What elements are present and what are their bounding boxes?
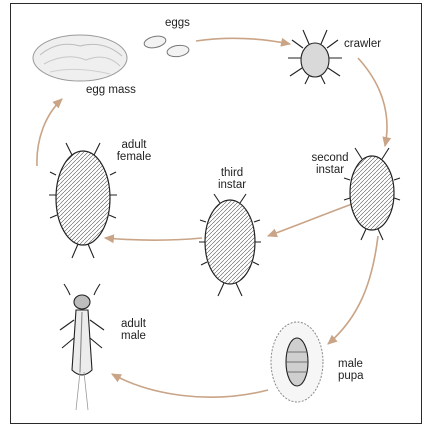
arrow-third-instar-to-adult-female [105,238,202,240]
label-adult-female: adult female [114,139,154,163]
label-egg-mass: egg mass [86,84,136,96]
third-instar-illustration [199,194,261,296]
adult-female-illustration [49,143,117,258]
label-adult-female-line2: female [114,151,154,163]
arrow-second-to-third-instar [268,204,352,236]
label-adult-female-line1: adult [114,139,154,151]
arrow-crawler-to-second-instar [358,58,387,146]
arrow-second-instar-to-male-pupa [328,236,378,344]
label-adult-male: adult male [121,318,146,342]
male-pupa-illustration [271,322,323,402]
label-third-instar-line1: third [212,167,252,179]
label-second-instar: second instar [310,152,350,176]
label-male-pupa: male pupa [338,358,364,382]
label-adult-male-line2: male [121,330,146,342]
arrow-male-pupa-to-adult-male [112,374,268,397]
arrow-eggs-to-crawler [196,38,290,44]
second-instar-illustration [344,148,400,240]
arrow-adult-female-to-egg-mass [37,99,62,166]
label-male-pupa-line1: male [338,358,364,370]
label-male-pupa-line2: pupa [338,370,364,382]
label-adult-male-line1: adult [121,318,146,330]
crawler-illustration [288,30,342,84]
eggs-illustration [143,34,190,58]
label-third-instar: third instar [212,167,252,191]
label-eggs: eggs [165,17,190,29]
label-second-instar-line1: second [310,152,350,164]
egg-mass-illustration [33,35,127,81]
label-second-instar-line2: instar [310,164,350,176]
label-third-instar-line2: instar [212,179,252,191]
adult-male-illustration [60,284,104,410]
label-crawler: crawler [344,38,381,50]
